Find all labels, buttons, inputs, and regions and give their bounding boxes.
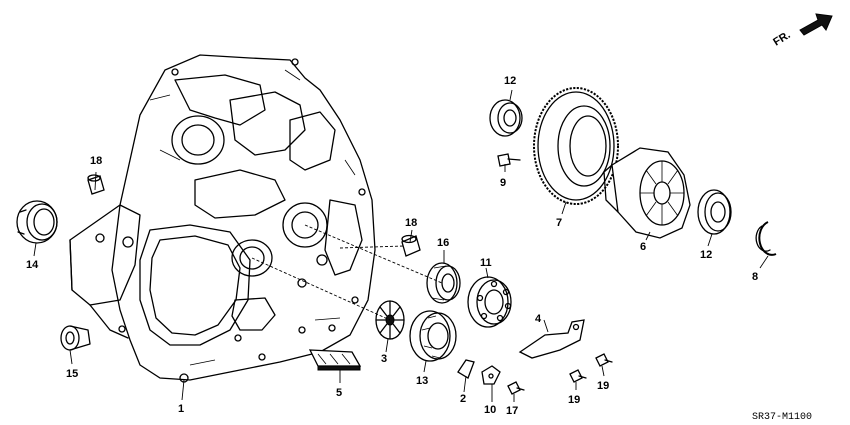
callout-19-a: 19 <box>568 394 580 406</box>
bolt-part-17 <box>507 381 525 395</box>
callout-2: 2 <box>460 393 466 405</box>
callout-9: 9 <box>500 177 506 189</box>
bearing-part-16 <box>426 262 461 304</box>
callout-15: 15 <box>66 368 78 380</box>
plate-part-10 <box>481 365 501 385</box>
bearing-part-12-top <box>489 99 523 137</box>
callout-18-right: 18 <box>405 217 417 229</box>
dowel-pin-part-18-right <box>401 234 421 257</box>
callout-19-b: 19 <box>597 380 609 392</box>
front-label: FR. <box>771 29 792 49</box>
callout-8: 8 <box>752 271 758 283</box>
bracket-part-4 <box>518 319 585 359</box>
callout-1: 1 <box>178 403 184 415</box>
callout-5: 5 <box>336 387 342 399</box>
clip-part-2 <box>457 359 475 379</box>
callout-7: 7 <box>556 217 562 229</box>
forward-arrow-icon <box>799 13 833 36</box>
callout-11: 11 <box>480 257 492 269</box>
callout-13: 13 <box>416 375 428 387</box>
drawing-code: SR37-M1100 <box>752 412 812 423</box>
differential-assembly-part-6 <box>603 147 691 239</box>
callout-12-top: 12 <box>504 75 516 87</box>
snap-ring-part-8 <box>755 221 777 256</box>
magnet-part-5 <box>308 349 362 371</box>
callout-14: 14 <box>26 259 39 271</box>
leader-lines <box>33 89 769 402</box>
final-driven-gear-part-7 <box>533 87 619 205</box>
transmission-housing <box>69 54 376 383</box>
callout-labels: 1 2 3 4 5 6 7 8 9 10 11 12 12 13 14 15 1… <box>26 75 758 417</box>
bearing-part-11 <box>467 276 512 328</box>
front-direction-indicator: FR. <box>771 13 833 49</box>
callout-18-left: 18 <box>90 155 102 167</box>
bearing-part-12-right <box>697 189 732 235</box>
callout-6: 6 <box>640 241 646 253</box>
bolt-part-19-b <box>595 353 613 367</box>
callout-16: 16 <box>437 237 449 249</box>
bolt-part-9 <box>497 153 521 167</box>
roller-bearing-part-13 <box>409 310 457 362</box>
callout-3: 3 <box>381 353 387 365</box>
bolt-part-19-a <box>569 369 587 383</box>
callout-4: 4 <box>535 313 542 325</box>
callout-17: 17 <box>506 405 518 417</box>
callout-12-right: 12 <box>700 249 712 261</box>
seal-part-15 <box>60 325 91 351</box>
oil-seal-part-14 <box>16 200 58 244</box>
callout-10: 10 <box>484 404 496 416</box>
